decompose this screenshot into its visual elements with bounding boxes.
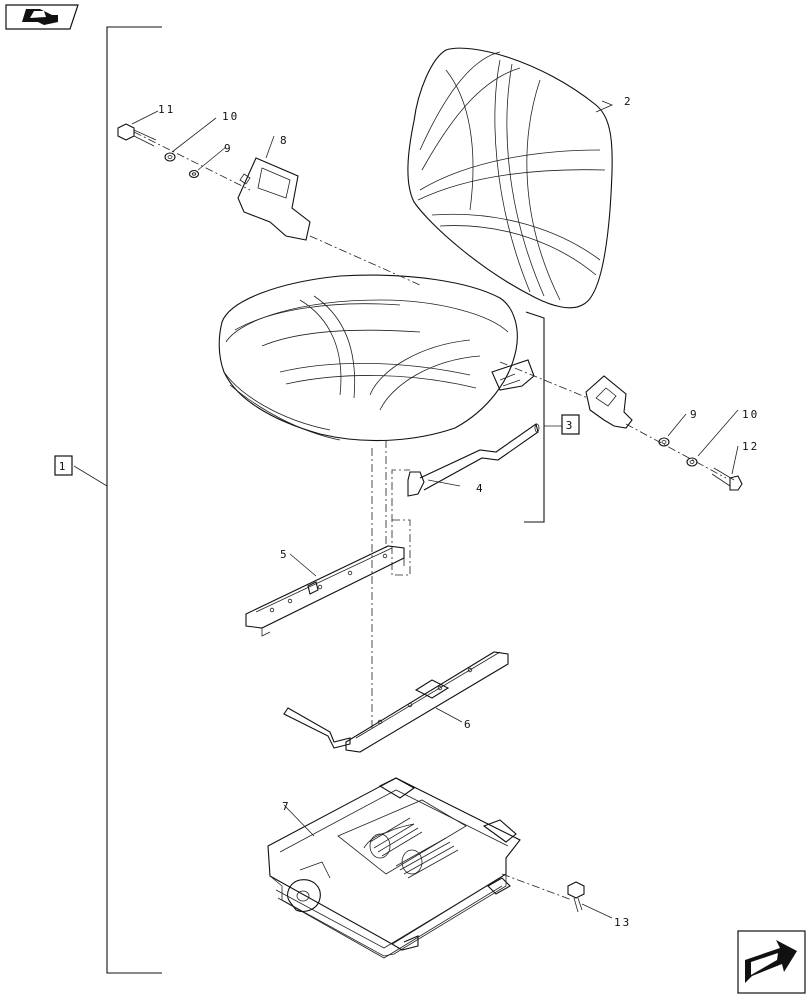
callout-10-right: 10 [742,408,759,421]
callout-2: 2 [624,95,633,108]
adjustment-handle [407,423,540,497]
callout-12: 12 [742,440,759,453]
callout-6: 6 [464,718,473,731]
kit-bracket [524,311,564,523]
washer-9-left [188,169,200,179]
callout-box-3 [561,414,580,435]
assembly-bracket [73,26,162,974]
callout-10-left: 10 [222,110,239,123]
seat-belt-buckle-right [585,375,633,429]
washer-10-left [164,152,176,162]
next-page-button[interactable] [737,930,806,994]
forward-arrow-icon [745,940,797,983]
callout-box-1 [54,455,73,476]
bolt-12 [711,467,743,491]
callout-9-right: 9 [690,408,699,421]
callout-3: 3 [566,419,575,432]
seat-back-cushion [407,47,613,309]
seat-bottom-cushion [218,274,535,442]
callout-4: 4 [476,482,485,495]
callout-8: 8 [280,134,289,147]
seat-rail-lower [283,651,509,753]
callout-7: 7 [282,800,291,813]
bolt-13 [567,881,585,913]
callout-11: 11 [158,103,175,116]
leader-lines [131,100,739,919]
callout-5: 5 [280,548,289,561]
callout-9-left: 9 [224,142,233,155]
suspension-base [267,777,521,959]
prev-page-button[interactable] [5,4,79,30]
seat-belt-buckle-left [237,157,311,241]
assembly-axis-lines [133,131,727,901]
callout-13: 13 [614,916,631,929]
seat-rail-upper [245,545,405,637]
bolt-11 [117,123,157,147]
callout-1: 1 [59,460,68,473]
washer-10-right [686,457,698,467]
back-arrow-icon [22,9,58,25]
